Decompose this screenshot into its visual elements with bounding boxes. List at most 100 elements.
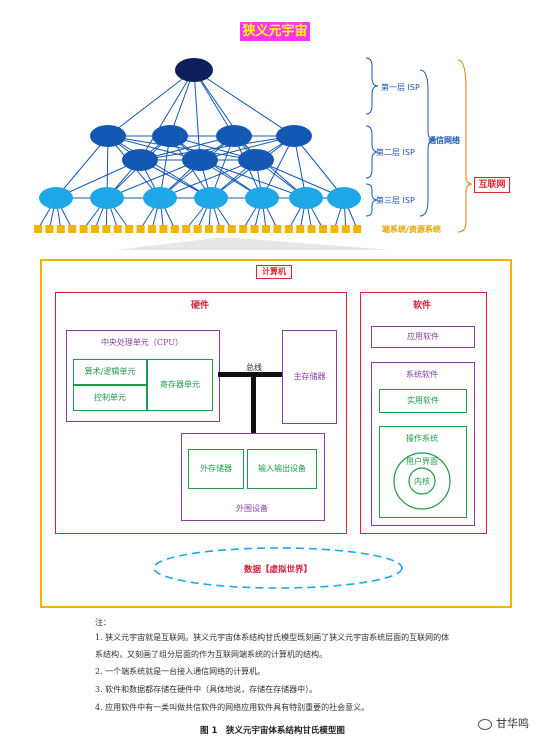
note-line-3: 2. 一个端系统就是一台接入通信网络的计算机。 [95,667,266,676]
registers-label: 寄存器单元 [160,380,200,389]
diagram-title: 狭义元宇宙 [240,22,310,41]
tier3-bracket [365,183,379,217]
alu-label: 算术/逻辑单元 [84,367,136,376]
end-system-node [182,225,191,233]
bus-label: 总线 [246,363,262,372]
os-label: 操作系统 [406,434,438,443]
end-system-node [79,225,88,233]
tier1-node [175,58,213,82]
computer-title: 计算机 [256,265,292,279]
peripherals-label: 外围设备 [236,504,268,513]
os-frame [379,426,467,518]
computer-frame [40,259,512,608]
end-system-node [227,225,236,233]
end-system-node [341,225,350,233]
tier3-node [39,187,73,209]
note-line-4: 3. 软件和数据都存储在硬件中（具体地说，存储在存储器中）。 [95,685,318,694]
tier2-label: 第二层 ISP [376,148,415,157]
end-systems-label: 端系统/资源系统 [382,225,441,234]
tier3-node [245,187,279,209]
software-title: 软件 [412,301,431,311]
network-tree [34,57,473,250]
external-storage-box: 外存储器 [188,449,244,489]
wechat-icon [478,718,492,730]
end-system-node [284,225,293,233]
watermark-text: 甘华鸣 [496,717,529,730]
tier3-label: 第三层 ISP [376,196,415,205]
tier1-label: 第一层 ISP [381,83,420,92]
note-line-2: 系结构，又刻画了组分层面的作为互联网端系统的计算机的结构。 [95,650,327,659]
end-system-node [250,225,259,233]
comm-network-label: 通信网络 [428,136,460,145]
end-system-node [319,225,327,233]
app-software-box: 应用软件 [371,326,475,348]
internet-label: 互联网 [474,177,510,193]
main-memory-box: 主存储器 [282,330,337,424]
tier2-bracket [365,125,379,179]
tier3-node [90,187,124,209]
tier3-node [327,187,361,209]
system-software-frame [371,362,475,526]
cpu-label: 中央处理单元（CPU） [100,338,184,347]
tier1-bracket [365,57,379,115]
utility-software-box: 实用软件 [379,389,467,413]
tier3-node [289,187,323,209]
main-memory-label: 主存储器 [293,372,326,381]
tier2-node [182,149,218,171]
io-devices-label: 输入输出设备 [258,464,306,473]
tier2-node [152,125,188,147]
ui-label: 用户界面 [406,457,438,466]
end-system-node [91,225,99,233]
internet-bracket [457,59,473,233]
end-system-node [68,225,77,233]
end-system-node [330,225,339,233]
zoom-funnel [115,238,392,250]
app-software-label: 应用软件 [407,332,439,341]
external-storage-label: 外存储器 [200,464,232,473]
comm-network-bracket [419,69,435,217]
tier2-node [90,125,126,147]
end-system-node [102,225,111,233]
control-label: 控制单元 [94,393,126,402]
end-system-node [34,225,42,233]
note-line-1: 1. 狭义元宇宙就是互联网。狭义元宇宙体系结构甘氏模型既刻画了狭义元宇宙系统层面… [95,633,450,642]
figure-caption: 图 1 狭义元宇宙体系结构甘氏模型图 [200,726,345,736]
note-line-5: 4. 应用软件中有一类叫做共信软件的网络应用软件具有特别重要的社会意义。 [95,703,370,712]
end-system-node [353,225,362,233]
end-system-node [216,225,225,233]
end-system-node [262,225,270,233]
data-ellipse [153,547,403,589]
end-system-node [239,225,248,233]
end-system-node [170,225,179,233]
tier3-node [143,187,177,209]
software-frame [360,292,487,534]
io-devices-box: 输入输出设备 [247,449,317,489]
os-rings [393,452,451,510]
end-system-node [136,225,145,233]
registers-box: 寄存器单元 [147,359,213,411]
end-system-node [113,225,122,233]
end-system-node [148,225,156,233]
alu-box: 算术/逻辑单元 [73,359,147,385]
data-label: 数据【虚拟世界】 [243,565,312,575]
end-system-node [296,225,305,233]
tier2-node [216,125,252,147]
watermark: 甘华鸣 [478,715,529,731]
hardware-title: 硬件 [190,301,209,311]
hardware-frame [55,292,347,534]
end-system-node [125,225,134,233]
tier3-node [194,187,228,209]
peripherals-frame [181,433,325,521]
end-system-node [159,225,168,233]
tier2-node [122,149,158,171]
end-system-node [45,225,54,233]
end-system-node [56,225,65,233]
end-system-node [273,225,282,233]
end-system-node [205,225,213,233]
notes-heading: 注： [95,618,111,627]
end-system-node [307,225,316,233]
kernel-label: 内核 [414,477,430,486]
end-system-node [193,225,202,233]
utility-software-label: 实用软件 [407,396,439,405]
control-box: 控制单元 [73,385,147,411]
